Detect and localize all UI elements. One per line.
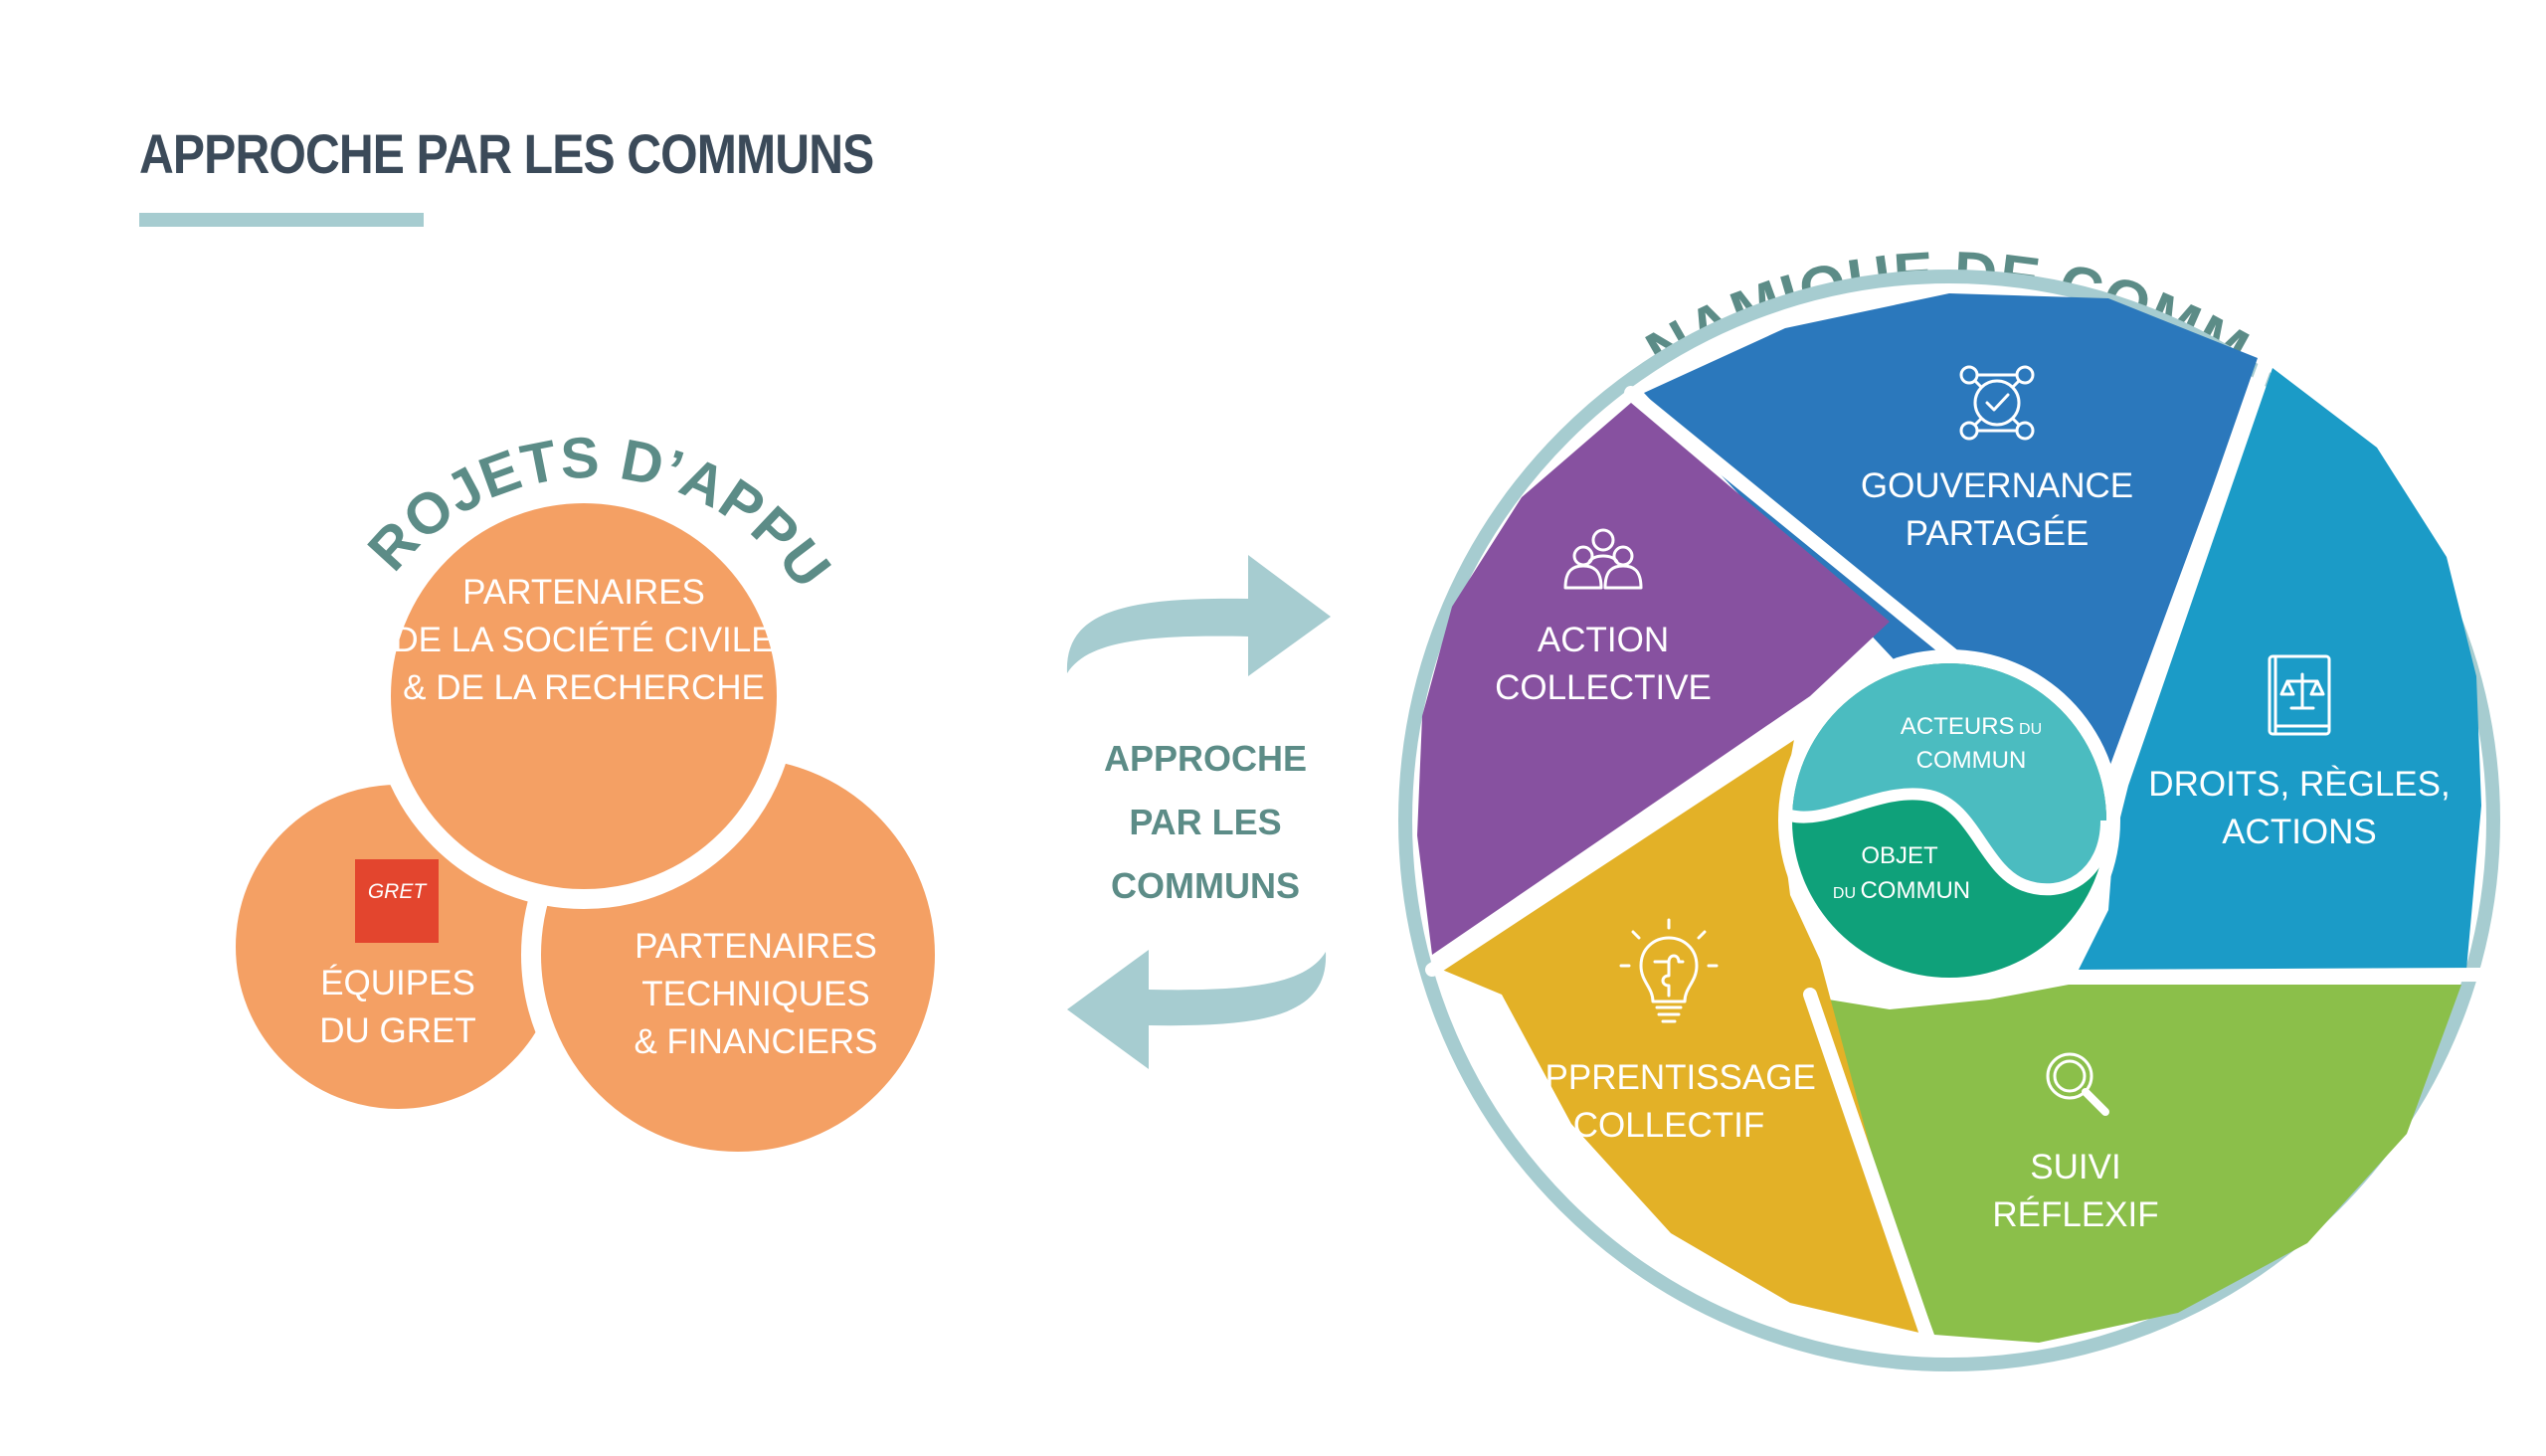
gouvernance-line-2: PARTAGÉE: [1906, 514, 2090, 553]
curved-arrow-left-icon: [1067, 950, 1327, 1069]
objet-label-1: OBJET: [1861, 842, 1938, 869]
separator-3: [2062, 968, 2488, 984]
droits-line-2: ACTIONS: [2222, 813, 2377, 851]
sector-apprentissage: [1442, 734, 1919, 1333]
title-underline: [139, 213, 424, 227]
gret-logo: GRET: [355, 859, 439, 943]
objet-label-2: DU COMMUN: [1833, 877, 1970, 904]
curved-arrow-right-icon: [1066, 555, 1331, 676]
acteurs-label-2: COMMUN: [1916, 747, 2027, 774]
middle-line-2: PAR LES: [1129, 802, 1281, 842]
separator-2: [2099, 351, 2274, 803]
sector-gouvernance: [1644, 293, 2258, 786]
middle-line-3: COMMUNS: [1111, 865, 1300, 906]
objet-big-2: COMMUN: [1860, 877, 1970, 904]
gouvernance-line-1: GOUVERNANCE: [1861, 466, 2133, 505]
societe-line-3: & DE LA RECHERCHE: [403, 668, 765, 707]
techniques-line-3: & FINANCIERS: [634, 1022, 877, 1061]
action-line-2: COLLECTIVE: [1495, 668, 1712, 707]
core-divider: [1788, 788, 2112, 896]
sectors: [1417, 293, 2481, 1343]
gret-line-1: ÉQUIPES: [320, 964, 475, 1002]
droits-line-1: DROITS, RÈGLES,: [2148, 765, 2450, 804]
projets-title: PROJETS D’APPUI: [0, 0, 843, 601]
separator-4: [1803, 988, 1936, 1350]
techniques-line-2: TECHNIQUES: [641, 975, 869, 1013]
apprentissage-line-1: APPRENTISSAGE: [1522, 1058, 1816, 1097]
acteurs-label-1: ACTEURS DU: [1901, 713, 2042, 740]
network-check-icon: [1959, 365, 2035, 441]
lightbulb-puzzle-icon: [1619, 918, 1719, 1023]
core-acteurs: [1792, 663, 2106, 890]
societe-line-1: PARTENAIRES: [462, 573, 705, 612]
sector-separators: [1425, 351, 2488, 1350]
projets-title-text: PROJETS D’APPUI: [0, 0, 842, 601]
sector-action: [1417, 403, 1890, 955]
middle-group: APPROCHE PAR LES COMMUNS: [1066, 555, 1331, 1069]
projets-group: PROJETS D’APPUI PARTENAIRES DE LA SOCIÉT…: [0, 0, 955, 1172]
sector-droits: [2079, 368, 2481, 970]
societe-line-2: DE LA SOCIÉTÉ CIVILE: [393, 621, 774, 659]
gret-line-2: DU GRET: [319, 1011, 476, 1050]
group-people-icon: [1563, 528, 1643, 590]
law-book-icon: [2268, 654, 2331, 736]
separator-5: [1425, 724, 1802, 977]
objet-small-2: DU: [1833, 885, 1861, 902]
acteurs-small-1: DU: [2015, 721, 2043, 738]
techniques-line-1: PARTENAIRES: [635, 927, 877, 966]
suivi-line-2: RÉFLEXIF: [1992, 1195, 2158, 1234]
core: [1788, 663, 2112, 978]
sector-suivi: [1810, 985, 2461, 1343]
middle-line-1: APPROCHE: [1104, 738, 1307, 779]
suivi-line-1: SUIVI: [2030, 1148, 2120, 1186]
gret-logo-text: GRET: [368, 880, 429, 903]
magnifier-icon: [2046, 1052, 2109, 1116]
apprentissage-line-2: COLLECTIF: [1573, 1106, 1765, 1145]
circle-partenaires-societe: [371, 483, 797, 909]
page-title: APPROCHE PAR LES COMMUNS: [139, 122, 874, 185]
separator-1: [1624, 386, 1961, 663]
action-line-1: ACTION: [1538, 621, 1669, 659]
acteurs-big-1: ACTEURS: [1901, 713, 2015, 740]
